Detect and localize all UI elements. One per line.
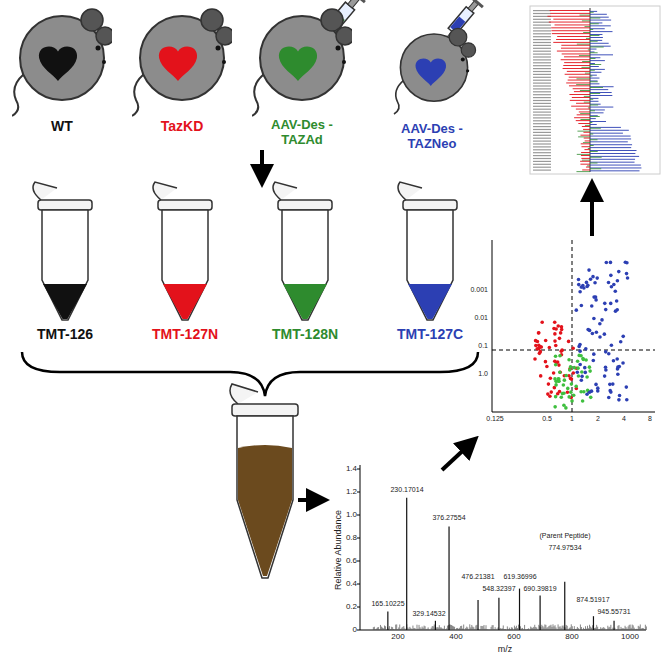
tube-icon (380, 180, 480, 325)
tmt-tube: TMT-127C (380, 180, 480, 345)
mouse-group: WT (12, 4, 112, 151)
mass-spectrum (357, 465, 646, 630)
flow-arrow (590, 190, 594, 236)
group-label: TMT-127N (135, 326, 235, 342)
spectrum-label: Relative Abundance (334, 510, 343, 590)
axis-tick: 1.0 (478, 370, 488, 377)
flow-arrow (298, 498, 318, 502)
spectrum-label: 0.6 (346, 557, 357, 565)
group-label: AAV-Des -TAZAd (265, 118, 339, 148)
spectrum-label: 200 (391, 633, 404, 641)
group-label: TMT-126 (15, 326, 115, 342)
spectrum-label: 400 (449, 633, 462, 641)
tube-icon (15, 180, 115, 325)
group-label: AAV-Des -TAZNeo (395, 122, 469, 152)
spectrum-label: m/z (498, 645, 513, 654)
spectrum-label: 1.0 (346, 511, 357, 519)
spectrum-label: 690.39819 (523, 585, 556, 592)
axis-tick: 8 (648, 415, 652, 422)
spectrum-label: 0.8 (346, 534, 357, 542)
axis-tick: 0.001 (470, 286, 488, 293)
mouse-group: AAV-Des -TAZAd (252, 4, 352, 151)
spectrum-label: 800 (565, 633, 578, 641)
spectrum-label: 329.14532 (412, 610, 445, 617)
bar-chart (530, 6, 660, 174)
flow-arrow (442, 444, 470, 470)
spectrum-label: 165.10225 (371, 600, 404, 607)
tube-icon (255, 180, 355, 325)
axis-tick: 1 (570, 415, 574, 422)
spectrum-label: 600 (507, 633, 520, 641)
pooled-tube (230, 384, 298, 578)
tube-icon (135, 180, 235, 325)
axis-tick: 0.5 (542, 415, 552, 422)
volcano-plot (492, 240, 655, 412)
axis-tick: 4 (622, 415, 626, 422)
spectrum-label: 1000 (621, 633, 639, 641)
spectrum-label: 1.2 (346, 488, 357, 496)
spectrum-label: 0.4 (346, 580, 357, 588)
tmt-tube: TMT-126 (15, 180, 115, 345)
group-label: TMT-127C (380, 326, 480, 342)
axis-tick: 0.125 (486, 415, 504, 422)
spectrum-label: 874.51917 (576, 596, 609, 603)
tmt-tube: TMT-127N (135, 180, 235, 345)
group-label: WT (12, 118, 112, 134)
axis-tick: 0.1 (478, 342, 488, 349)
spectrum-label: 0.2 (346, 603, 357, 611)
axis-tick: 0.01 (474, 314, 488, 321)
spectrum-label: 476.21381 (461, 573, 494, 580)
flow-arrow (260, 150, 264, 176)
spectrum-label: 774.97534 (548, 544, 581, 551)
mouse-group: TazKD (132, 4, 232, 151)
spectrum-label: 230.17014 (390, 486, 423, 493)
spectrum-label: 619.36996 (503, 573, 536, 580)
spectrum-label: 548.32397 (482, 585, 515, 592)
spectrum-label: 0 (353, 626, 357, 634)
group-label: TazKD (132, 118, 232, 134)
axis-tick: 2 (596, 415, 600, 422)
spectrum-label: 376.27554 (432, 514, 465, 521)
spectrum-label: (Parent Peptide) (540, 532, 591, 539)
group-label: TMT-128N (255, 326, 355, 342)
mouse-group: AAV-Des -TAZNeo (384, 14, 480, 161)
spectrum-label: 1.4 (346, 465, 357, 473)
spectrum-label: 945.55731 (597, 608, 630, 615)
tmt-tube: TMT-128N (255, 180, 355, 345)
